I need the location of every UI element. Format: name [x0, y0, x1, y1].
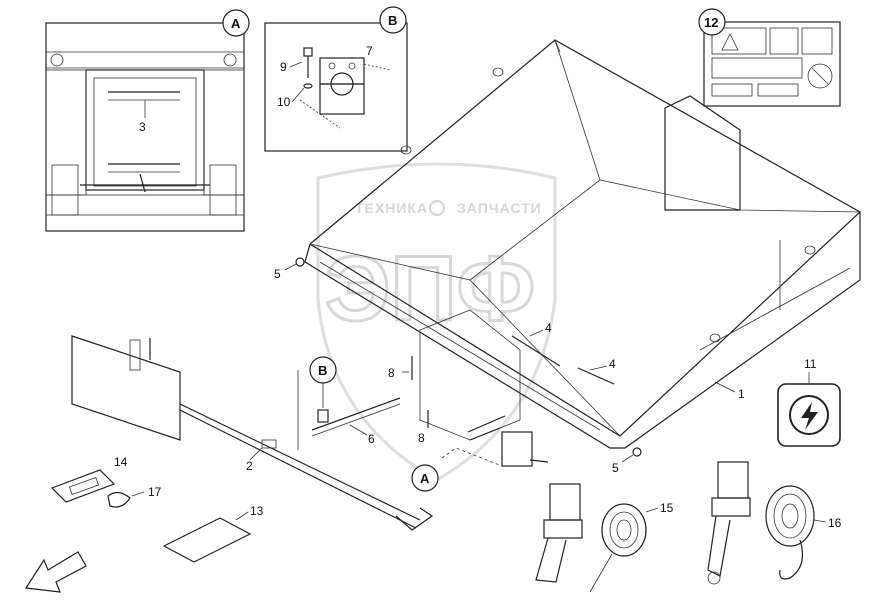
- part-label-11: 11: [804, 357, 817, 371]
- callout-kit-circle: [698, 8, 726, 36]
- part-label-5b: 5: [612, 461, 619, 475]
- part-label-7: 7: [366, 44, 373, 58]
- detail-a-panel: 3 A: [45, 9, 250, 232]
- loose-parts: 14 17 13: [24, 455, 264, 593]
- part-label-2: 2: [246, 459, 253, 473]
- callout-a-circle: [222, 9, 250, 37]
- part-label-15: 15: [660, 501, 674, 515]
- spreader-hopper: [304, 39, 862, 467]
- ratchet-strap-15: 15: [535, 483, 674, 593]
- callout-a-label: A: [231, 16, 241, 31]
- part-label-17: 17: [148, 485, 162, 499]
- detail-a-marker-label: A: [420, 471, 430, 486]
- detail-a-marker-circle: [411, 464, 439, 492]
- part-label-4a: 4: [545, 321, 552, 335]
- part-label-1: 1: [738, 387, 745, 401]
- decal-kit-panel: 12: [698, 8, 841, 107]
- part-label-3: 3: [139, 120, 146, 134]
- gear-icon: [429, 200, 445, 216]
- watermark-big-text: ЭПФ: [325, 238, 535, 340]
- light-bar-assembly: 2: [71, 335, 434, 531]
- watermark-right-text: ЗАПЧАСТИ: [457, 200, 542, 216]
- callout-kit-label: 12: [704, 15, 718, 30]
- part-label-5a: 5: [274, 267, 281, 281]
- callout-b-circle: [379, 6, 407, 34]
- callout-b-label: B: [388, 13, 397, 28]
- main-labels: 1 4 4 5 5 6 8 8 B A: [274, 257, 745, 492]
- part-label-8a: 8: [388, 366, 395, 380]
- direction-arrow-icon: [24, 551, 87, 593]
- part-label-8b: 8: [418, 431, 425, 445]
- part-label-13: 13: [250, 504, 264, 518]
- part-label-16: 16: [828, 516, 842, 530]
- part-label-9: 9: [280, 60, 287, 74]
- lightning-bolt-icon: [801, 402, 818, 430]
- detail-b-panel: 7 9 10 B: [264, 6, 408, 152]
- part-label-4b: 4: [609, 357, 616, 371]
- watermark-top-text: ТЕХНИКА: [355, 200, 428, 216]
- part-label-10: 10: [277, 95, 291, 109]
- part-label-6: 6: [368, 432, 375, 446]
- ratchet-strap-16: 16: [707, 461, 842, 585]
- watermark: ТЕХНИКА ЗАПЧАСТИ ЭПФ: [316, 162, 557, 482]
- detail-b-marker-label: B: [318, 363, 327, 378]
- part-label-14: 14: [114, 455, 128, 469]
- electrical-component: 11: [777, 357, 841, 447]
